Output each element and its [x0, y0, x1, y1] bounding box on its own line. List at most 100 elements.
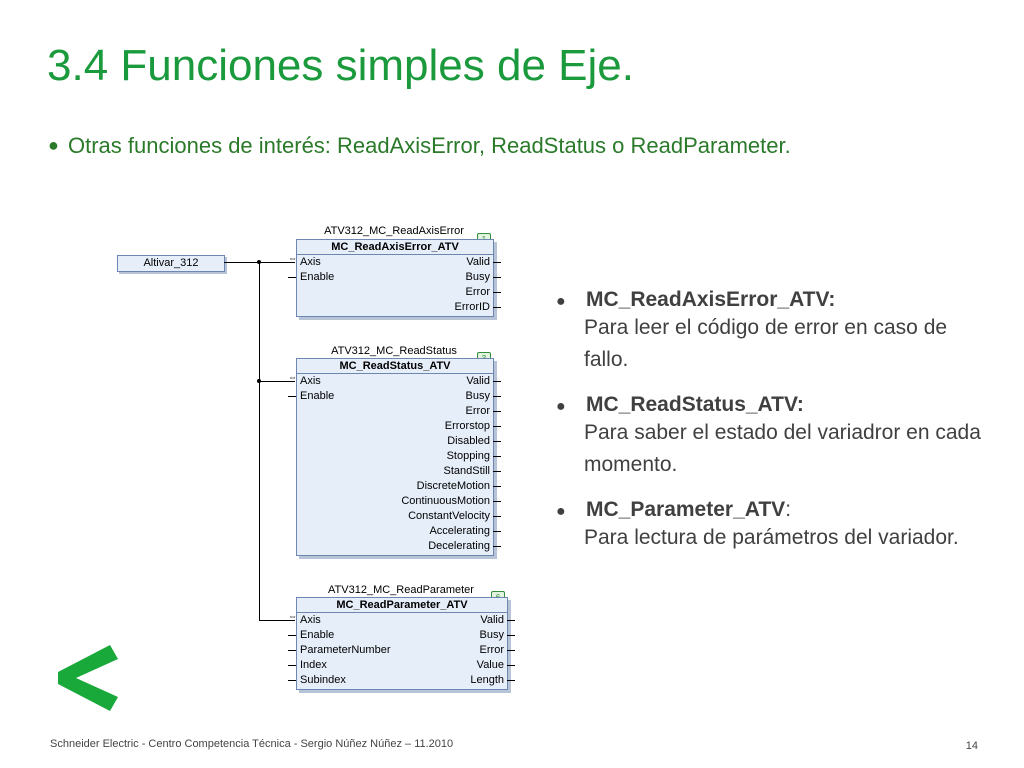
output-pin[interactable]: Busy — [465, 390, 490, 402]
output-stub — [493, 456, 501, 457]
output-pin[interactable]: ErrorID — [454, 301, 490, 313]
link-arrow-icon: ⇔ — [288, 611, 297, 621]
note-description: Para leer el código de error en caso de … — [584, 316, 948, 371]
input-stub — [288, 277, 296, 278]
input-pin[interactable]: Subindex — [300, 674, 346, 686]
input-pin[interactable]: Axis — [300, 614, 321, 626]
output-pin[interactable]: Busy — [479, 629, 504, 641]
wire-to-block-2 — [259, 381, 295, 382]
output-pin[interactable]: Valid — [466, 256, 490, 268]
output-stub — [493, 292, 501, 293]
note-function-name: MC_Parameter_ATV — [586, 498, 786, 521]
wire-to-block-1 — [259, 262, 295, 263]
output-stub — [493, 277, 501, 278]
function-block-readparameter[interactable]: MC_ReadParameter_ATV ⇔ Axis Valid Enable… — [288, 597, 508, 690]
back-chevron-icon[interactable] — [52, 643, 122, 713]
note-suffix: : — [785, 498, 792, 521]
note-description: Para saber el estado del variadror en ca… — [584, 421, 981, 476]
intro-bullet: ● — [48, 135, 59, 155]
output-stub — [493, 471, 501, 472]
note-heading: ● MC_Parameter_ATV: — [556, 498, 984, 522]
output-stub — [493, 262, 501, 263]
output-stub — [493, 411, 501, 412]
output-pin[interactable]: Valid — [480, 614, 504, 626]
input-pin[interactable]: Axis — [300, 256, 321, 268]
output-pin[interactable]: Error — [465, 286, 490, 298]
output-stub — [493, 516, 501, 517]
block-instance-name: ATV312_MC_ReadStatus — [331, 345, 457, 357]
output-pin[interactable]: Disabled — [447, 435, 490, 447]
output-pin[interactable]: Error — [465, 405, 490, 417]
input-stub — [288, 680, 296, 681]
output-pin[interactable]: Value — [476, 659, 504, 671]
input-pin[interactable]: Enable — [300, 629, 335, 641]
output-pin[interactable]: Stopping — [446, 450, 490, 462]
input-pin[interactable]: ParameterNumber — [300, 644, 391, 656]
output-stub — [493, 501, 501, 502]
input-pin[interactable]: Axis — [300, 375, 321, 387]
intro-text: Otras funciones de interés: ReadAxisErro… — [68, 133, 791, 158]
output-stub — [493, 486, 501, 487]
slide-title: 3.4 Funciones simples de Eje. — [47, 41, 634, 90]
output-pin[interactable]: Busy — [465, 271, 490, 283]
output-stub — [493, 381, 501, 382]
note-function-name: MC_ReadStatus_ATV: — [586, 393, 804, 416]
function-block-readstatus[interactable]: MC_ReadStatus_ATV ⇔ Axis Valid Enable Bu… — [288, 358, 494, 556]
block-type-name: MC_ReadStatus_ATV — [297, 359, 493, 374]
intro-paragraph: ● Otras funciones de interés: ReadAxisEr… — [48, 130, 808, 161]
note-description: Para lectura de parámetros del variador. — [584, 526, 959, 549]
output-stub — [493, 546, 501, 547]
output-pin[interactable]: StandStill — [443, 465, 490, 477]
output-stub — [493, 307, 501, 308]
junction-dot — [257, 379, 261, 383]
junction-dot — [257, 260, 261, 264]
output-pin[interactable]: Decelerating — [428, 540, 490, 552]
note-heading: ● MC_ReadAxisError_ATV: — [556, 288, 984, 312]
output-pin[interactable]: Valid — [466, 375, 490, 387]
output-stub — [493, 396, 501, 397]
output-stub — [507, 650, 515, 651]
output-stub — [493, 531, 501, 532]
function-block-readaxiserror[interactable]: MC_ReadAxisError_ATV ⇔ Axis Valid Enable… — [288, 239, 494, 317]
note-heading: ● MC_ReadStatus_ATV: — [556, 393, 984, 417]
output-pin[interactable]: Accelerating — [429, 525, 490, 537]
note-bullet: ● — [556, 398, 566, 415]
wire-to-block-3 — [259, 620, 295, 621]
input-pin[interactable]: Enable — [300, 271, 335, 283]
output-stub — [507, 680, 515, 681]
output-pin[interactable]: ConstantVelocity — [408, 510, 490, 522]
output-stub — [507, 635, 515, 636]
link-arrow-icon: ⇔ — [288, 372, 297, 382]
note-parameter: ● MC_Parameter_ATV: Para lectura de parám… — [556, 498, 984, 554]
output-pin[interactable]: Length — [470, 674, 504, 686]
block-type-name: MC_ReadParameter_ATV — [297, 598, 507, 613]
block-type-name: MC_ReadAxisError_ATV — [297, 240, 493, 255]
note-readaxiserror: ● MC_ReadAxisError_ATV: Para leer el códi… — [556, 288, 984, 376]
note-bullet: ● — [556, 293, 566, 310]
output-pin[interactable]: ContinuousMotion — [401, 495, 490, 507]
footer-text: Schneider Electric - Centro Competencia … — [50, 738, 454, 750]
output-stub — [493, 441, 501, 442]
note-bullet: ● — [556, 503, 566, 520]
output-stub — [507, 620, 515, 621]
block-instance-name: ATV312_MC_ReadAxisError — [324, 225, 464, 237]
wire-bus-vertical — [259, 262, 260, 620]
input-pin[interactable]: Index — [300, 659, 327, 671]
wire-var-to-bus — [224, 262, 260, 263]
output-pin[interactable]: Errorstop — [444, 420, 490, 432]
axis-variable[interactable]: Altivar_312 — [117, 255, 225, 272]
note-readstatus: ● MC_ReadStatus_ATV: Para saber el estado… — [556, 393, 984, 481]
input-stub — [288, 665, 296, 666]
input-stub — [288, 650, 296, 651]
block-instance-name: ATV312_MC_ReadParameter — [328, 584, 474, 596]
output-pin[interactable]: Error — [479, 644, 504, 656]
page-number: 14 — [965, 740, 978, 752]
link-arrow-icon: ⇔ — [288, 253, 297, 263]
note-function-name: MC_ReadAxisError_ATV: — [586, 288, 836, 311]
output-stub — [493, 426, 501, 427]
input-stub — [288, 396, 296, 397]
input-pin[interactable]: Enable — [300, 390, 335, 402]
output-pin[interactable]: DiscreteMotion — [416, 480, 490, 492]
output-stub — [507, 665, 515, 666]
